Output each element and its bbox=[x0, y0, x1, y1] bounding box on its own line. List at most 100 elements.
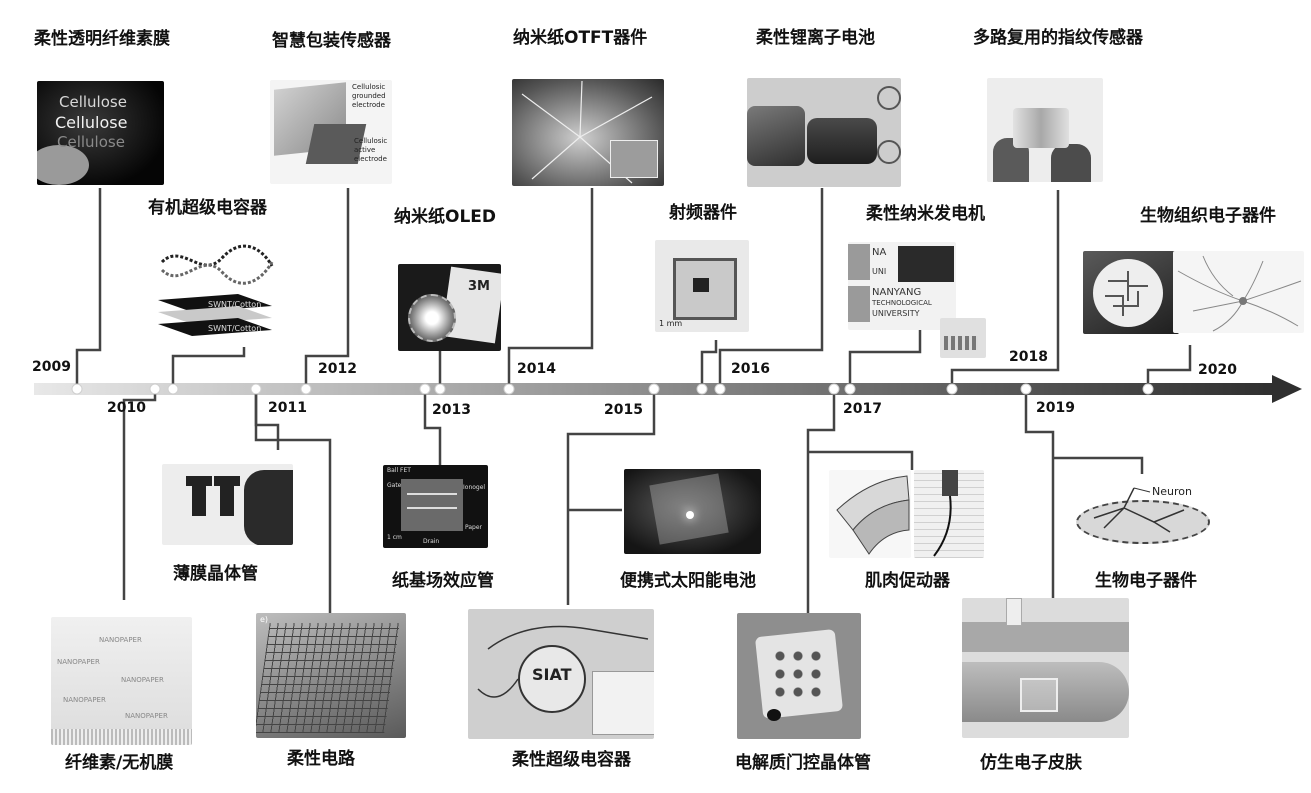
nanogenerator-inset bbox=[940, 318, 986, 358]
e-skin-patch bbox=[1020, 678, 1058, 712]
photo-text: UNIVERSITY bbox=[872, 309, 920, 318]
siat-badge bbox=[518, 645, 586, 713]
neuron-branches bbox=[1177, 255, 1302, 332]
milestone-label: 多路复用的指纹传感器 bbox=[973, 28, 1143, 48]
photo-muscle-actuator-diagram bbox=[829, 470, 911, 558]
photo-tissue-electronics-chip bbox=[1083, 251, 1179, 334]
photo-text: NANYANG bbox=[872, 287, 922, 298]
photo-cellulose-inorganic-membrane: NANOPAPER NANOPAPER NANOPAPER NANOPAPER … bbox=[51, 617, 192, 745]
photo-thin-film-transistor bbox=[162, 464, 293, 545]
rf-chip bbox=[693, 278, 709, 292]
photo-neuron-tissue bbox=[1173, 251, 1304, 333]
logo-emblem bbox=[848, 286, 870, 322]
supercap-inset bbox=[592, 671, 654, 735]
timeline-dot bbox=[1020, 383, 1032, 395]
fingerprint-film bbox=[1013, 108, 1069, 148]
photo-text: UNI bbox=[872, 267, 887, 276]
timeline-dot bbox=[71, 383, 83, 395]
photo-rf-device: 1 mm bbox=[655, 240, 749, 332]
photo-text: electrode bbox=[352, 101, 385, 109]
skin-arm bbox=[962, 662, 1129, 722]
logo-emblem bbox=[877, 140, 901, 164]
otft-inset bbox=[610, 140, 658, 178]
timeline-dot bbox=[844, 383, 856, 395]
actuator-fiber bbox=[933, 495, 952, 557]
photo-text: Ball FET bbox=[387, 467, 411, 474]
milestone-label: 有机超级电容器 bbox=[148, 198, 267, 218]
supercapacitor-layers bbox=[158, 244, 274, 336]
photo-text: Cellulose bbox=[59, 93, 127, 111]
timeline-dot bbox=[250, 383, 262, 395]
photo-text: Cellulose bbox=[55, 113, 128, 132]
timeline-dot bbox=[434, 383, 446, 395]
photo-nanopaper-otft bbox=[512, 79, 664, 186]
photo-text: active bbox=[354, 146, 376, 154]
photo-electrolyte-gated-transistor bbox=[737, 613, 861, 739]
milestone-label: 纤维素/无机膜 bbox=[65, 753, 174, 773]
timeline-dot bbox=[300, 383, 312, 395]
milestone-label: 仿生电子皮肤 bbox=[980, 753, 1082, 773]
photo-text: Gate bbox=[387, 482, 402, 489]
photo-text: Cellulosic bbox=[352, 83, 386, 91]
timeline-arrowhead bbox=[1272, 375, 1302, 403]
fet-line bbox=[407, 493, 457, 495]
photo-fingerprint-sensor bbox=[987, 78, 1103, 182]
photo-muscle-actuator-grid bbox=[914, 470, 984, 558]
photo-text: SWNT/Cotton bbox=[208, 324, 262, 333]
milestone-label: 射频器件 bbox=[669, 203, 737, 223]
year-label: 2015 bbox=[604, 402, 643, 418]
year-label: 2011 bbox=[268, 400, 307, 416]
glove-hand bbox=[244, 470, 293, 545]
year-label: 2017 bbox=[843, 401, 882, 417]
circuit-mesh bbox=[256, 623, 400, 733]
membrane-edge bbox=[51, 729, 192, 745]
skin-block bbox=[962, 622, 1129, 652]
oled-glow bbox=[408, 294, 456, 342]
photo-organic-supercapacitor: SWNT/Cotton SWNT/Cotton bbox=[152, 240, 278, 346]
photo-portable-solar-cell bbox=[624, 469, 761, 554]
photo-text: grounded bbox=[352, 92, 386, 100]
year-label: 2012 bbox=[318, 361, 357, 377]
photo-text: e) bbox=[260, 615, 269, 624]
neuron-network bbox=[1093, 487, 1185, 533]
solar-film bbox=[649, 473, 729, 545]
photo-text: 1 mm bbox=[659, 319, 683, 328]
photo-smart-packaging-sensor: Cellulosic grounded electrode Cellulosic… bbox=[270, 80, 392, 184]
photo-text: NANOPAPER bbox=[99, 636, 142, 644]
milestone-label: 柔性锂离子电池 bbox=[756, 28, 875, 48]
photo-text: NANOPAPER bbox=[125, 712, 168, 720]
timeline-dot bbox=[648, 383, 660, 395]
chip-traces bbox=[1105, 271, 1148, 316]
milestone-label: 柔性透明纤维素膜 bbox=[34, 29, 170, 49]
photo-text: 1 cm bbox=[387, 534, 402, 541]
photo-nanopaper-oled: 3M bbox=[398, 264, 501, 351]
photo-text: SIAT bbox=[532, 665, 572, 684]
logo-emblem bbox=[848, 244, 870, 280]
tft-electrode bbox=[214, 476, 240, 486]
milestone-label: 柔性超级电容器 bbox=[512, 750, 631, 770]
timeline-dot bbox=[503, 383, 515, 395]
year-label: 2009 bbox=[32, 359, 71, 375]
battery-sheet bbox=[747, 106, 805, 166]
milestone-label: 纸基场效应管 bbox=[392, 571, 494, 591]
bioelectronic-disc bbox=[1076, 500, 1210, 544]
photo-text: TECHNOLOGICAL bbox=[872, 299, 932, 307]
timeline-dot bbox=[1142, 383, 1154, 395]
photo-flexible-supercapacitor: SIAT bbox=[468, 609, 654, 739]
photo-text: NANOPAPER bbox=[57, 658, 100, 666]
photo-cellulose-film: Cellulose Cellulose Cellulose bbox=[37, 81, 164, 185]
photo-text: SWNT/Cotton bbox=[208, 300, 262, 309]
year-label: 2010 bbox=[107, 400, 146, 416]
logo-emblem bbox=[877, 86, 901, 110]
milestone-label: 智慧包装传感器 bbox=[272, 31, 391, 51]
milestone-label: 便携式太阳能电池 bbox=[620, 571, 756, 591]
inset-pattern bbox=[944, 336, 978, 350]
e-skin-tab bbox=[1006, 598, 1022, 626]
timeline-dot bbox=[946, 383, 958, 395]
photo-text: NANOPAPER bbox=[63, 696, 106, 704]
supercap-wires bbox=[477, 625, 649, 698]
year-label: 2018 bbox=[1009, 349, 1048, 365]
milestone-label: 柔性纳米发电机 bbox=[866, 204, 985, 224]
photo-text: Cellulose bbox=[57, 133, 125, 151]
